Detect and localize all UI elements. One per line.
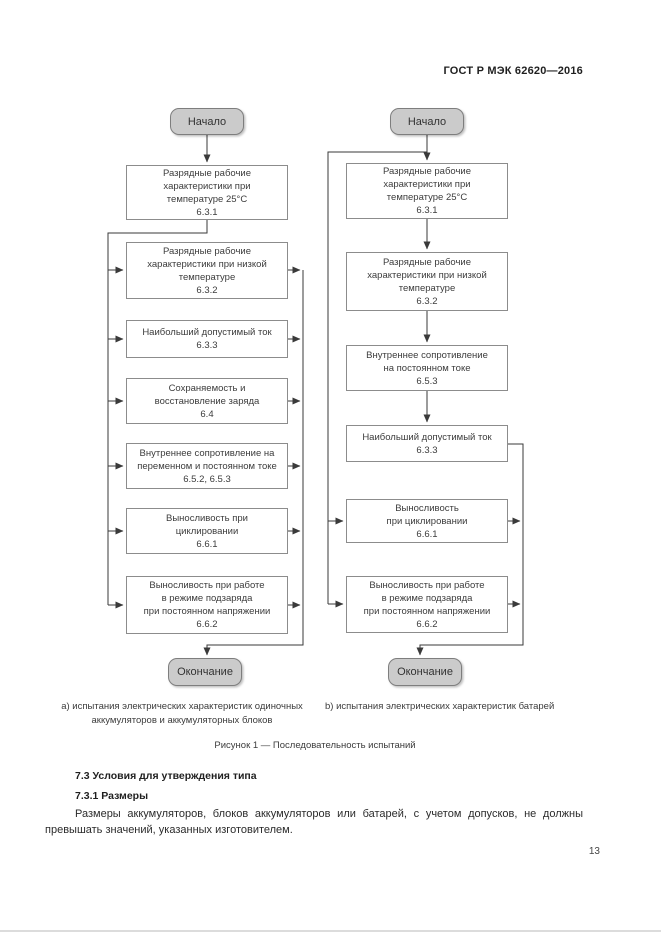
body-paragraph: Размеры аккумуляторов, блоков аккумулято… [45, 808, 583, 836]
process-box-ref: 6.3.3 [196, 340, 218, 351]
section-heading-7-3: 7.3 Условия для утверждения типа [75, 770, 257, 782]
process-box-text: Выносливость при работе в режиме подзаря… [143, 580, 271, 617]
process-box-text: Внутреннее сопротивление на переменном и… [137, 447, 277, 472]
process-box-ref: 6.3.1 [416, 205, 438, 216]
process-box-ref: 6.3.1 [196, 206, 218, 218]
process-box-text: Внутреннее сопротивление на постоянном т… [366, 349, 488, 374]
chart-b-box-6-3-2: Разрядные рабочие характеристики при низ… [346, 252, 508, 311]
process-box-ref: 6.6.2 [416, 618, 438, 630]
chart-a-caption: a) испытания электрических характеристик… [61, 701, 303, 726]
process-box-ref: 6.6.1 [196, 538, 218, 550]
chart-b-box-6-5-3: Внутреннее сопротивление на постоянном т… [346, 345, 508, 391]
terminal-label: Окончание [397, 666, 453, 678]
chart-a-box-6-5-2: Внутреннее сопротивление на переменном и… [126, 443, 288, 489]
process-box-text: Разрядные рабочие характеристики при низ… [147, 245, 267, 283]
process-box-text: Наибольший допустимый ток [142, 327, 272, 338]
chart-a-box-6-6-2: Выносливость при работе в режиме подзаря… [126, 576, 288, 634]
process-box-text: Выносливость при работе в режиме подзаря… [363, 579, 491, 617]
chart-a-end-terminal: Окончание [168, 658, 242, 686]
chart-a-box-6-3-2: Разрядные рабочие характеристики при низ… [126, 242, 288, 299]
process-box-ref: 6.5.3 [416, 375, 438, 387]
process-box-ref: 6.3.2 [196, 284, 218, 296]
process-box-ref: 6.6.1 [416, 528, 438, 540]
process-box-text: Разрядные рабочие характеристики при тем… [162, 167, 252, 205]
chart-b-end-terminal: Окончание [388, 658, 462, 686]
chart-b-box-6-3-3: Наибольший допустимый ток 6.3.3 [346, 425, 508, 462]
document-title: ГОСТ Р МЭК 62620—2016 [443, 65, 583, 77]
chart-b-box-6-3-1: Разрядные рабочие характеристики при тем… [346, 163, 508, 219]
figure-caption: Рисунок 1 — Последовательность испытаний [214, 740, 416, 751]
process-box-ref: 6.3.3 [416, 444, 438, 456]
chart-a-box-6-6-1: Выносливость при циклировании 6.6.1 [126, 508, 288, 554]
section-heading-7-3-1: 7.3.1 Размеры [75, 790, 149, 802]
page-bottom-edge [0, 930, 661, 932]
process-box-text: Сохраняемость и восстановление заряда [154, 382, 260, 407]
chart-b-box-6-6-1: Выносливость при циклировании 6.6.1 [346, 499, 508, 543]
chart-b-box-6-6-2: Выносливость при работе в режиме подзаря… [346, 576, 508, 633]
process-box-ref: 6.6.2 [196, 619, 218, 630]
process-box-ref: 6.3.2 [416, 295, 438, 307]
process-box-text: Разрядные рабочие характеристики при тем… [382, 166, 472, 203]
process-box-ref: 6.4 [200, 408, 214, 420]
chart-a-box-6-3-1: Разрядные рабочие характеристики при тем… [126, 165, 288, 220]
process-box-text: Выносливость при циклировании [166, 512, 248, 537]
terminal-label: Начало [407, 115, 447, 128]
chart-b-start-terminal: Начало [390, 108, 464, 135]
terminal-label: Начало [187, 115, 227, 128]
process-box-ref: 6.5.2, 6.5.3 [183, 473, 231, 485]
terminal-label: Окончание [177, 666, 233, 678]
chart-a-start-terminal: Начало [170, 108, 244, 135]
chart-a-box-6-4: Сохраняемость и восстановление заряда 6.… [126, 378, 288, 424]
process-box-text: Выносливость при циклировании [386, 502, 468, 527]
process-box-text: Наибольший допустимый ток [362, 431, 492, 443]
page-number: 13 [588, 846, 600, 857]
chart-a-box-6-3-3: Наибольший допустимый ток 6.3.3 [126, 320, 288, 358]
chart-b-caption: b) испытания электрических характеристик… [325, 701, 555, 712]
process-box-text: Разрядные рабочие характеристики при низ… [367, 256, 487, 294]
